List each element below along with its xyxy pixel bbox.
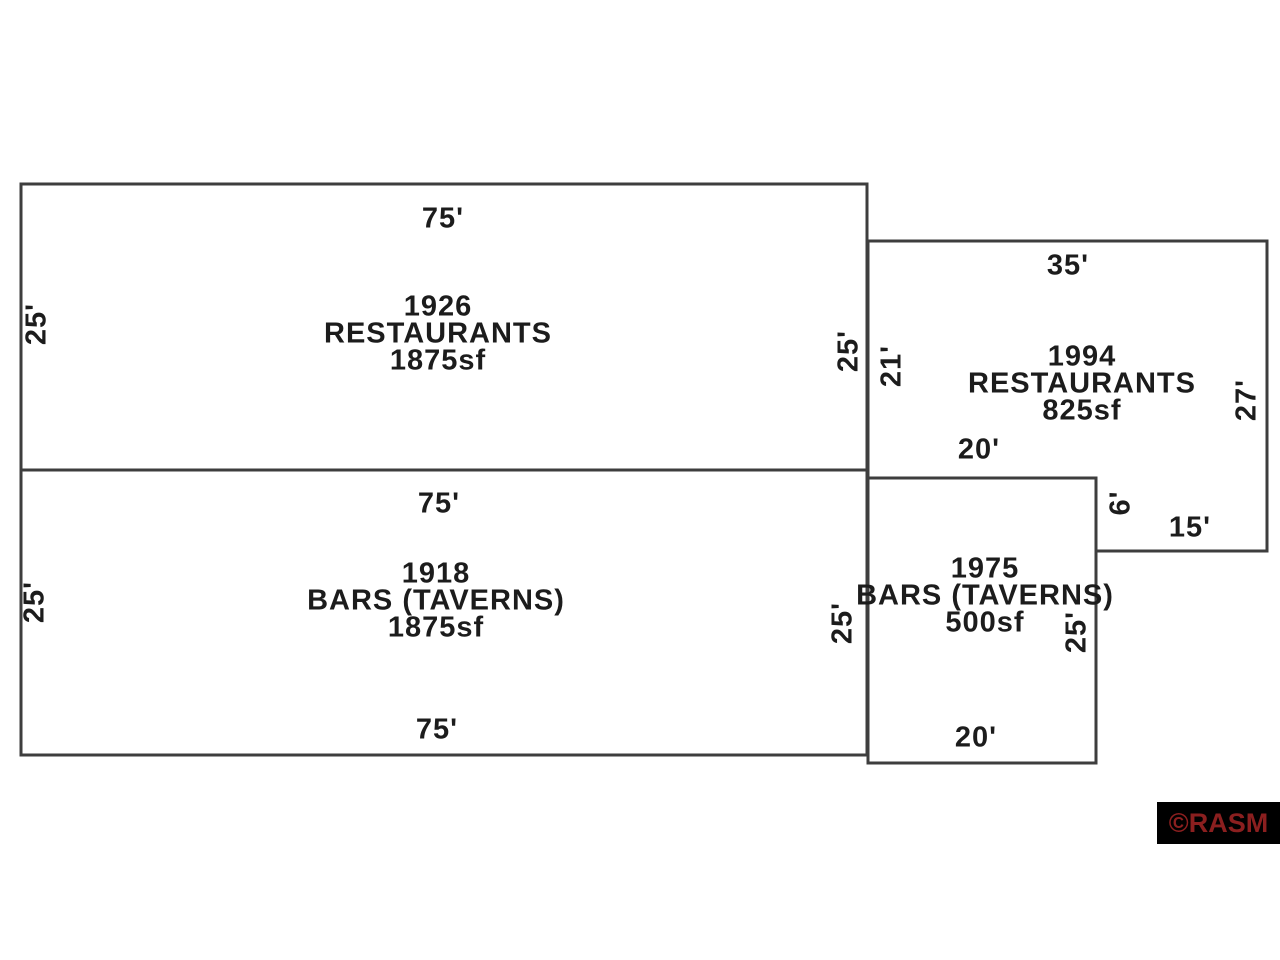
unit-1918-category: BARS (TAVERNS)	[307, 584, 565, 617]
unit-1975-number: 1975	[950, 552, 1020, 585]
unit-1994-dim-right: 27'	[1230, 378, 1263, 422]
unit-1975-dim-bottom: 20'	[954, 721, 998, 754]
unit-1926-label: 1926 RESTAURANTS 1875sf	[324, 290, 552, 377]
unit-1994-dim-notch: 6'	[1104, 490, 1137, 516]
unit-1918-dim-left: 25'	[18, 580, 51, 624]
unit-1926-dim-top: 75'	[421, 202, 465, 235]
unit-1994-label: 1994 RESTAURANTS 825sf	[968, 340, 1196, 427]
unit-1918-dim-top: 75'	[417, 487, 461, 520]
unit-1926-area: 1875sf	[389, 344, 487, 377]
unit-1994-dim-bottom-right: 15'	[1168, 511, 1212, 544]
unit-1926-category: RESTAURANTS	[324, 317, 552, 350]
unit-1994-category: RESTAURANTS	[968, 367, 1196, 400]
unit-1926-dim-left: 25'	[20, 302, 53, 346]
unit-1975-category: BARS (TAVERNS)	[856, 579, 1114, 612]
unit-1918-number: 1918	[401, 557, 471, 590]
unit-1994-area: 825sf	[1042, 394, 1122, 427]
unit-1975-outline	[866, 476, 1098, 765]
unit-1918-dim-right: 25'	[826, 601, 859, 645]
unit-1994-dim-top: 35'	[1046, 249, 1090, 282]
watermark-text: ©RASM	[1168, 807, 1269, 838]
unit-1994-dim-left: 21'	[875, 344, 908, 388]
unit-1994-dim-bottom-left: 20'	[957, 433, 1001, 466]
unit-1926-dim-right: 25'	[832, 329, 865, 373]
unit-1918-dim-bottom: 75'	[415, 713, 459, 746]
unit-1918-label: 1918 BARS (TAVERNS) 1875sf	[307, 557, 565, 644]
unit-1975-label: 1975 BARS (TAVERNS) 500sf	[856, 552, 1114, 639]
unit-1926-number: 1926	[403, 290, 473, 323]
unit-1975-area: 500sf	[945, 606, 1025, 639]
watermark-badge: ©RASM	[1157, 802, 1280, 844]
unit-1994-number: 1994	[1047, 340, 1117, 373]
unit-1918-area: 1875sf	[387, 611, 485, 644]
